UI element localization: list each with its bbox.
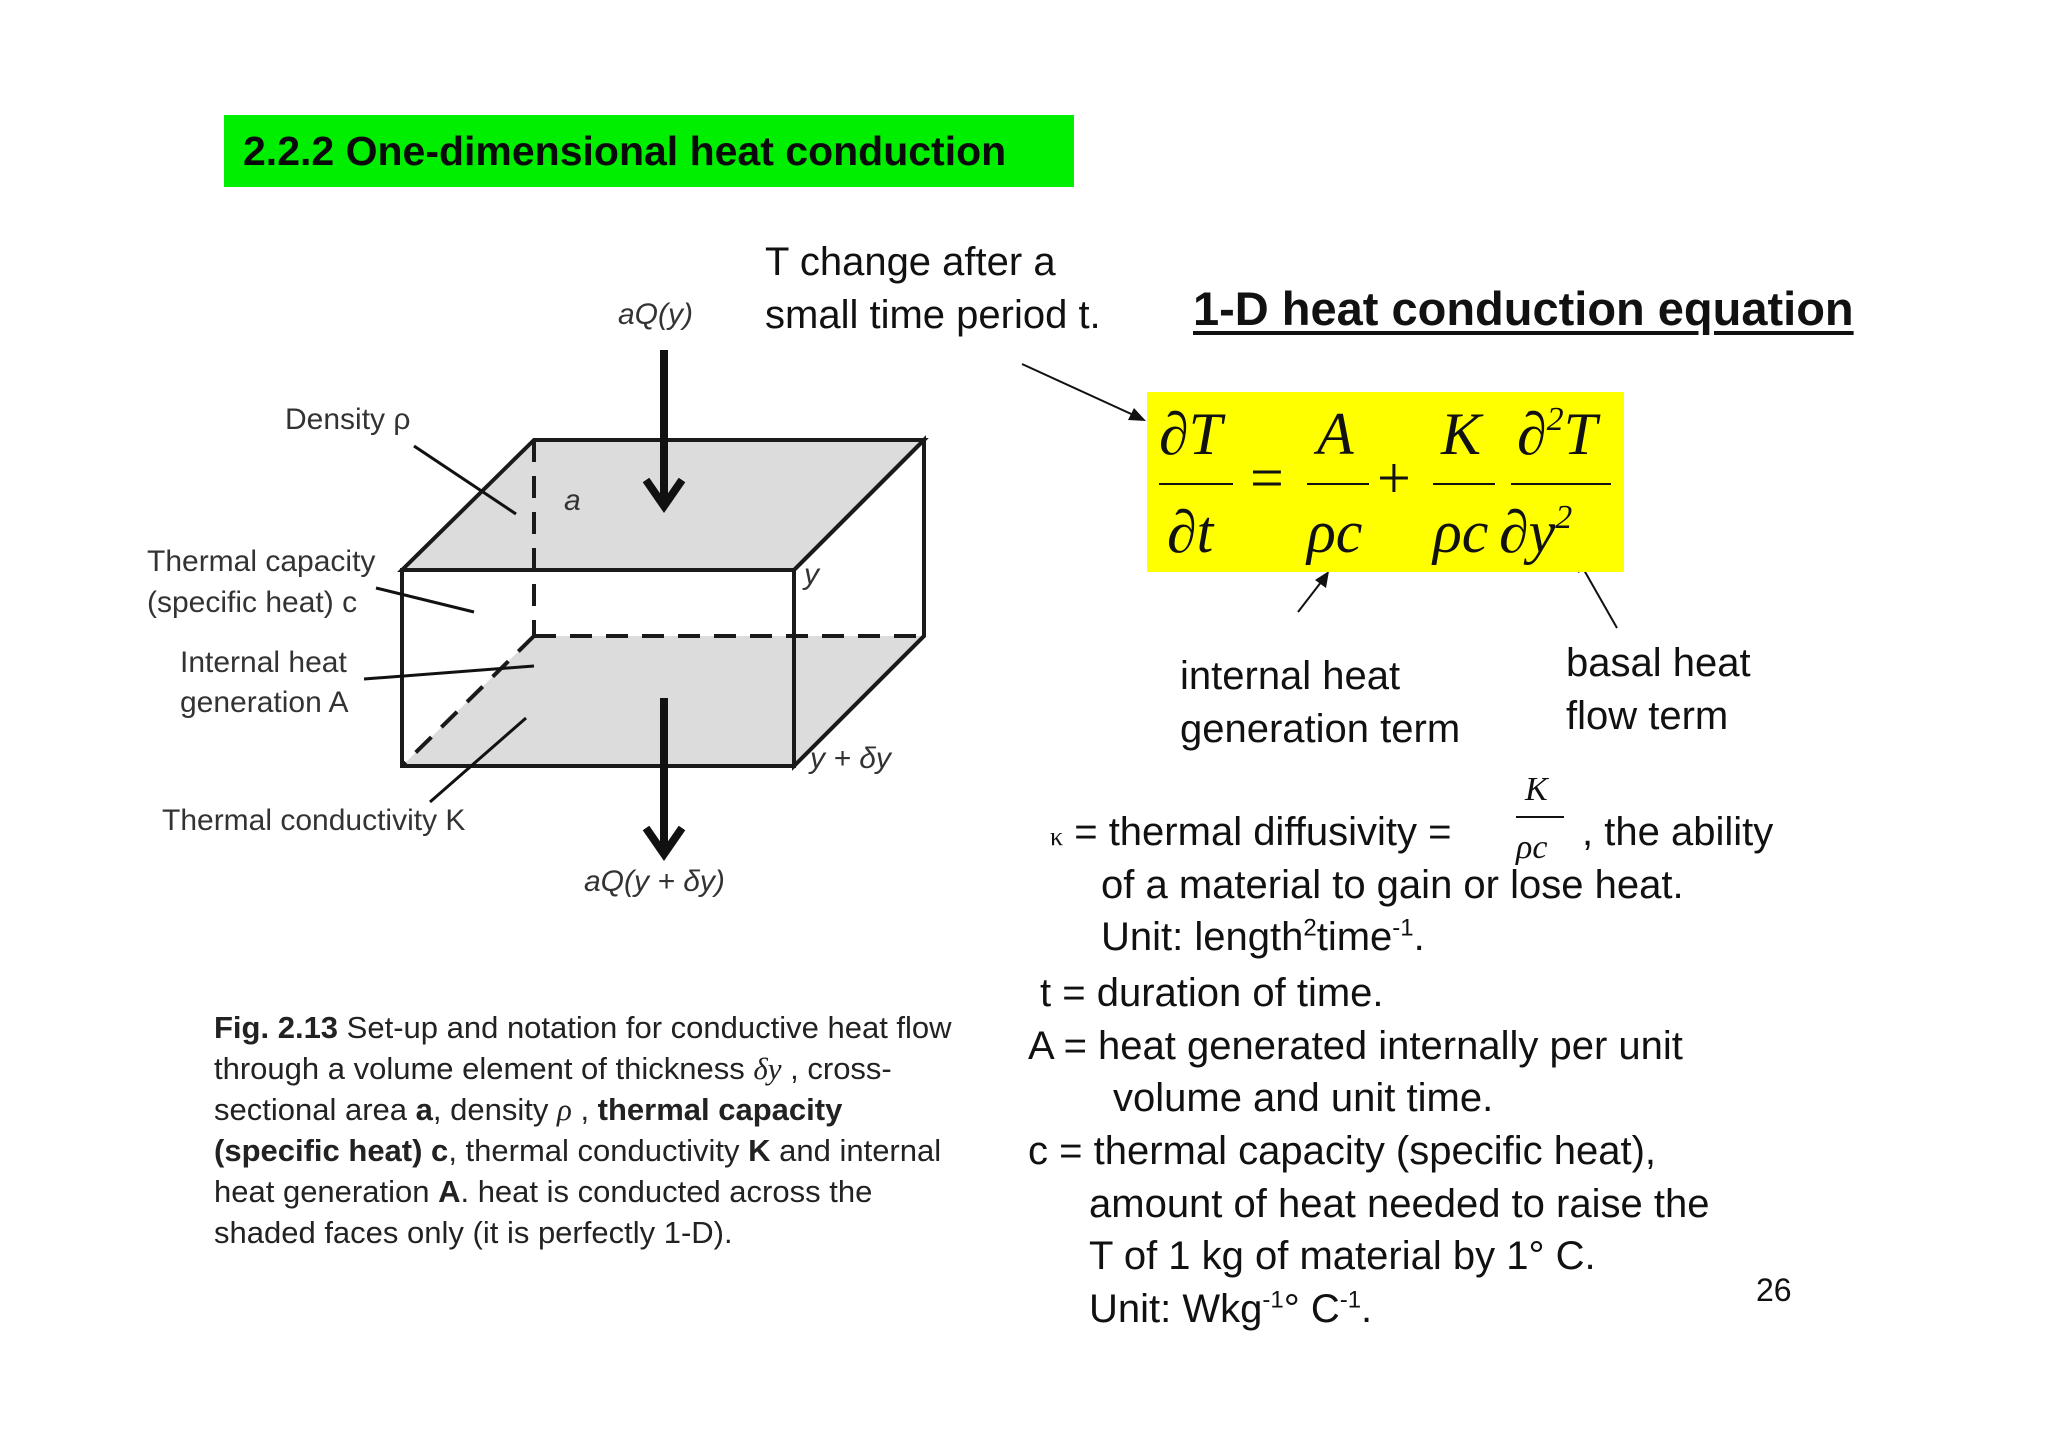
c-definition-2: amount of heat needed to raise the xyxy=(1089,1182,1710,1226)
kappa-unit-text: . xyxy=(1413,915,1425,959)
c-unit-text: ° C xyxy=(1283,1287,1340,1331)
caption-text: , density xyxy=(432,1092,557,1127)
equation-heading: 1-D heat conduction equation xyxy=(1193,282,1854,335)
y-dy-label: y + δy xyxy=(810,742,891,775)
t-change-line-2: small time period t. xyxy=(765,293,1101,337)
eq-A: A xyxy=(1313,401,1354,467)
t-change-line-1: T change after a xyxy=(765,240,1056,284)
y-label: y xyxy=(804,558,819,591)
caption-text: Set-up and notation for conductive heat … xyxy=(214,1010,952,1086)
eq-plus: + xyxy=(1377,445,1411,511)
capacity-leader xyxy=(375,586,475,614)
basal-term-arrow xyxy=(1579,562,1618,629)
caption-fig-ref: Fig. 2.13 xyxy=(214,1010,339,1045)
internal-term-line-1: internal heat xyxy=(1180,654,1401,698)
caption-text: , thermal conductivity xyxy=(448,1133,749,1168)
internal-leader xyxy=(363,664,535,681)
conductivity-label: Thermal conductivity K xyxy=(162,804,466,837)
basal-term-line-1: basal heat xyxy=(1566,641,1751,685)
c-definition-3: T of 1 kg of material by 1° C. xyxy=(1089,1234,1596,1278)
kappa-frac-num: K xyxy=(1524,771,1550,808)
kappa-frac-den: ρc xyxy=(1515,829,1547,866)
kappa-ability: , the ability xyxy=(1582,810,1774,854)
caption-text: , cross-sectional area xyxy=(214,1051,892,1127)
right-face xyxy=(792,435,926,771)
page-number: 26 xyxy=(1756,1272,1792,1308)
A-definition-1: A = heat generated internally per unit xyxy=(1028,1024,1683,1068)
section-title: 2.2.2 One-dimensional heat conduction xyxy=(243,127,1007,174)
hidden-edge-diagonal xyxy=(400,634,536,768)
equation-box xyxy=(1147,392,1624,572)
area-label: a xyxy=(564,484,581,517)
top-flux-arrowhead xyxy=(642,477,686,514)
t-definition: t = duration of time. xyxy=(1040,971,1384,1015)
c-unit-sup: -1 xyxy=(1262,1286,1284,1314)
eq-dT: ∂T xyxy=(1159,401,1226,467)
bottom-flux-label: aQ(y + δy) xyxy=(584,865,725,898)
kappa-definition: κ = thermal diffusivity = xyxy=(1050,806,1451,863)
eq-dy2: ∂y2 xyxy=(1499,499,1572,565)
eq-d2T: ∂2T xyxy=(1517,401,1601,467)
kappa-unit-sup: 2 xyxy=(1303,914,1317,942)
eq-dt: ∂t xyxy=(1167,499,1215,565)
thermal-capacity-label-1: Thermal capacity xyxy=(147,545,376,578)
c-unit-text: . xyxy=(1361,1287,1373,1331)
basal-term-line-2: flow term xyxy=(1566,694,1729,738)
A-definition-2: volume and unit time. xyxy=(1113,1076,1494,1120)
caption-delta-y: δy xyxy=(753,1051,782,1086)
kappa-unit: Unit: length2time-1. xyxy=(1101,911,1425,964)
c-unit-sup: -1 xyxy=(1339,1286,1362,1314)
internal-heat-label-2: generation A xyxy=(180,686,349,719)
figure-caption: Fig. 2.13 Set-up and notation for conduc… xyxy=(214,1007,974,1253)
eq-rhoc-2: ρc xyxy=(1431,499,1488,565)
kappa-unit-sup: -1 xyxy=(1392,914,1414,942)
density-label: Density ρ xyxy=(285,403,411,436)
caption-a: a xyxy=(415,1092,433,1127)
bottom-flux-arrowhead xyxy=(642,825,686,862)
caption-text: , xyxy=(571,1092,598,1127)
caption-k: K xyxy=(748,1133,771,1168)
eq-K: K xyxy=(1440,401,1484,467)
caption-thermal-cap: thermal capacity (specific heat) c xyxy=(214,1092,843,1168)
kappa-unit-text: time xyxy=(1316,915,1393,959)
internal-term-arrowhead xyxy=(1315,571,1329,588)
kappa-fraction: K ρc xyxy=(1515,771,1564,866)
section-title-bar: 2.2.2 One-dimensional heat conduction xyxy=(224,115,1074,187)
conductivity-leader xyxy=(429,716,527,804)
internal-heat-label-1: Internal heat xyxy=(180,646,347,679)
kappa-line-2: of a material to gain or lose heat. xyxy=(1101,863,1684,907)
caption-text: . heat is conducted across the shaded fa… xyxy=(214,1174,873,1250)
eq-equals: = xyxy=(1250,445,1284,511)
thermal-capacity-label-2: (specific heat) c xyxy=(147,586,358,619)
kappa-text: = thermal diffusivity = xyxy=(1063,810,1452,854)
c-unit-text: Unit: Wkg xyxy=(1089,1287,1263,1331)
kappa-symbol: κ xyxy=(1050,822,1064,851)
t-change-arrowhead xyxy=(1128,408,1146,421)
caption-rho: ρ xyxy=(556,1092,572,1127)
top-flux-label: aQ(y) xyxy=(618,298,693,331)
density-leader xyxy=(413,444,517,516)
t-change-arrow xyxy=(1021,363,1141,419)
c-unit: Unit: Wkg-1° C-1. xyxy=(1089,1283,1372,1336)
caption-A: A xyxy=(438,1174,461,1209)
kappa-unit-text: Unit: length xyxy=(1101,915,1304,959)
eq-rhoc-1: ρc xyxy=(1305,499,1362,565)
c-definition-1: c = thermal capacity (specific heat), xyxy=(1028,1129,1657,1173)
heat-conduction-equation: ∂T ∂t = A ρc + K ρc ∂2T ∂y2 xyxy=(1159,401,1611,565)
internal-term-line-2: generation term xyxy=(1180,707,1461,751)
caption-text: and internal heat generation xyxy=(214,1133,942,1209)
